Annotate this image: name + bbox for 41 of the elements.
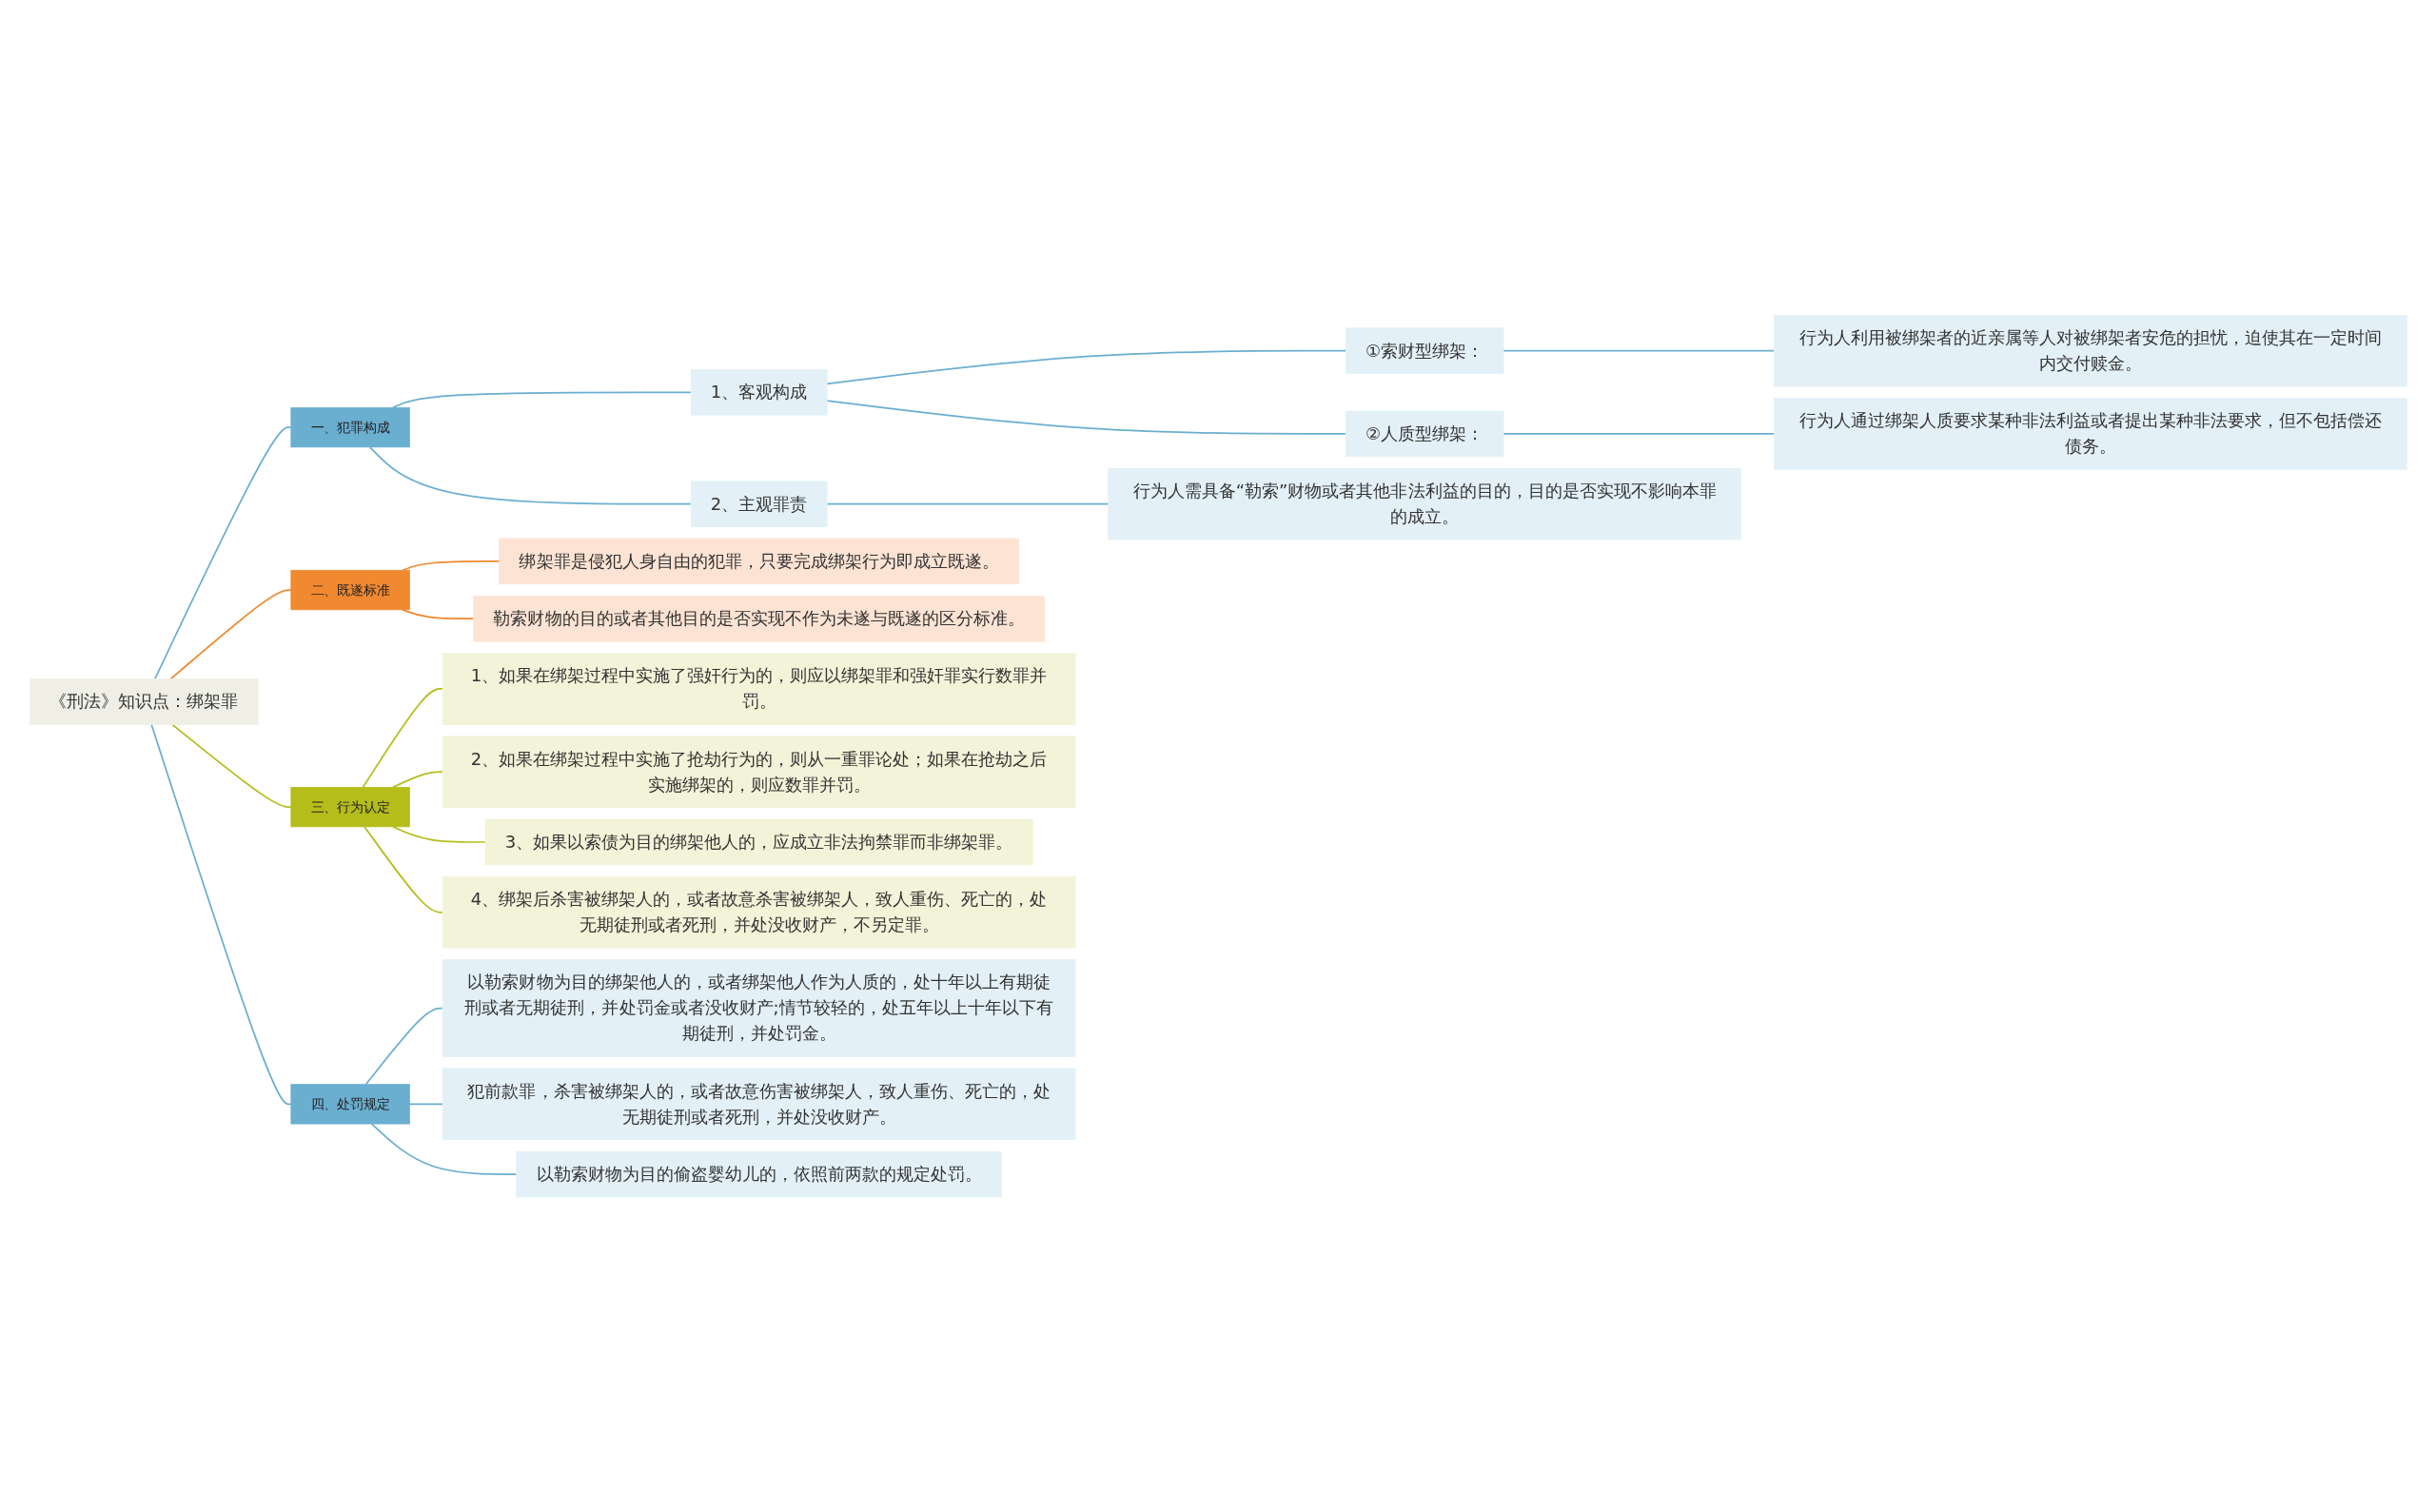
node-box: 4、绑架后杀害被绑架人的，或者故意杀害被绑架人，致人重伤、死亡的，处无期徒刑或者死刑，并处没收财产，不另定罪。 (442, 875, 1076, 949)
node-box: ②人质型绑架： (1345, 410, 1503, 458)
connector (153, 426, 292, 680)
node-box: 三、行为认定 (290, 786, 410, 828)
connector (825, 349, 1346, 385)
node-box: 1、客观构成 (690, 368, 828, 416)
node-box: 2、主观罪责 (690, 481, 828, 527)
connector (408, 1103, 443, 1106)
connector (825, 502, 1110, 505)
node-box: 绑架罪是侵犯人身自由的犯罪，只要完成绑架行为即成立既遂。 (498, 538, 1019, 585)
connector (825, 400, 1346, 435)
connector (370, 1123, 518, 1175)
connector (1502, 432, 1775, 435)
node-box: 犯前款罪，杀害被绑架人的，或者故意伤害被绑架人，致人重伤、死亡的，处无期徒刑或者死刑，并处没收财产。 (442, 1068, 1076, 1140)
connector (391, 825, 486, 843)
connector (391, 391, 692, 409)
node-box: ①索财型绑架： (1345, 327, 1503, 374)
connector (401, 560, 501, 572)
node-box: 行为人利用被绑架者的近亲属等人对被绑架者安危的担忧，迫使其在一定时间内交付赎金。 (1773, 314, 2407, 387)
node-box: 二、既遂标准 (290, 569, 410, 611)
connector (362, 688, 443, 789)
node-box: 行为人需具备“勒索”财物或者其他非法利益的目的，目的是否实现不影响本罪的成立。 (1107, 467, 1741, 540)
connector (170, 723, 292, 808)
connector (363, 825, 443, 913)
connector (364, 1007, 443, 1086)
connector (149, 723, 292, 1106)
node-box: 勒索财物的目的或者其他目的是否实现不作为未遂与既遂的区分标准。 (472, 595, 1045, 642)
connector (401, 608, 475, 619)
node-box: 《刑法》知识点：绑架罪 (29, 678, 259, 725)
node-box: 2、如果在绑架过程中实施了抢劫行为的，则从一重罪论处；如果在抢劫之后实施绑架的，则应数罪并罚。 (442, 736, 1076, 808)
connector (391, 771, 443, 789)
node-box: 以勒索财物为目的绑架他人的，或者绑架他人作为人质的，处十年以上有期徒刑或者无期徒刑，并处罚金或者没收财产;情节较轻的，处五年以上十年以下有期徒刑，并处罚金。 (442, 959, 1076, 1057)
node-box: 一、犯罪构成 (290, 406, 410, 448)
connector (169, 589, 292, 680)
connector (368, 445, 692, 505)
node-box: 行为人通过绑架人质要求某种非法利益或者提出某种非法要求，但不包括偿还债务。 (1773, 398, 2407, 470)
node-box: 1、如果在绑架过程中实施了强奸行为的，则应以绑架罪和强奸罪实行数罪并罚。 (442, 653, 1076, 725)
node-box: 以勒索财物为目的偷盗婴幼儿的，依照前两款的规定处罚。 (515, 1150, 1002, 1198)
node-box: 四、处罚规定 (290, 1084, 410, 1125)
node-box: 3、如果以索债为目的绑架他人的，应成立非法拘禁罪而非绑架罪。 (484, 818, 1033, 866)
connector (1502, 349, 1775, 352)
